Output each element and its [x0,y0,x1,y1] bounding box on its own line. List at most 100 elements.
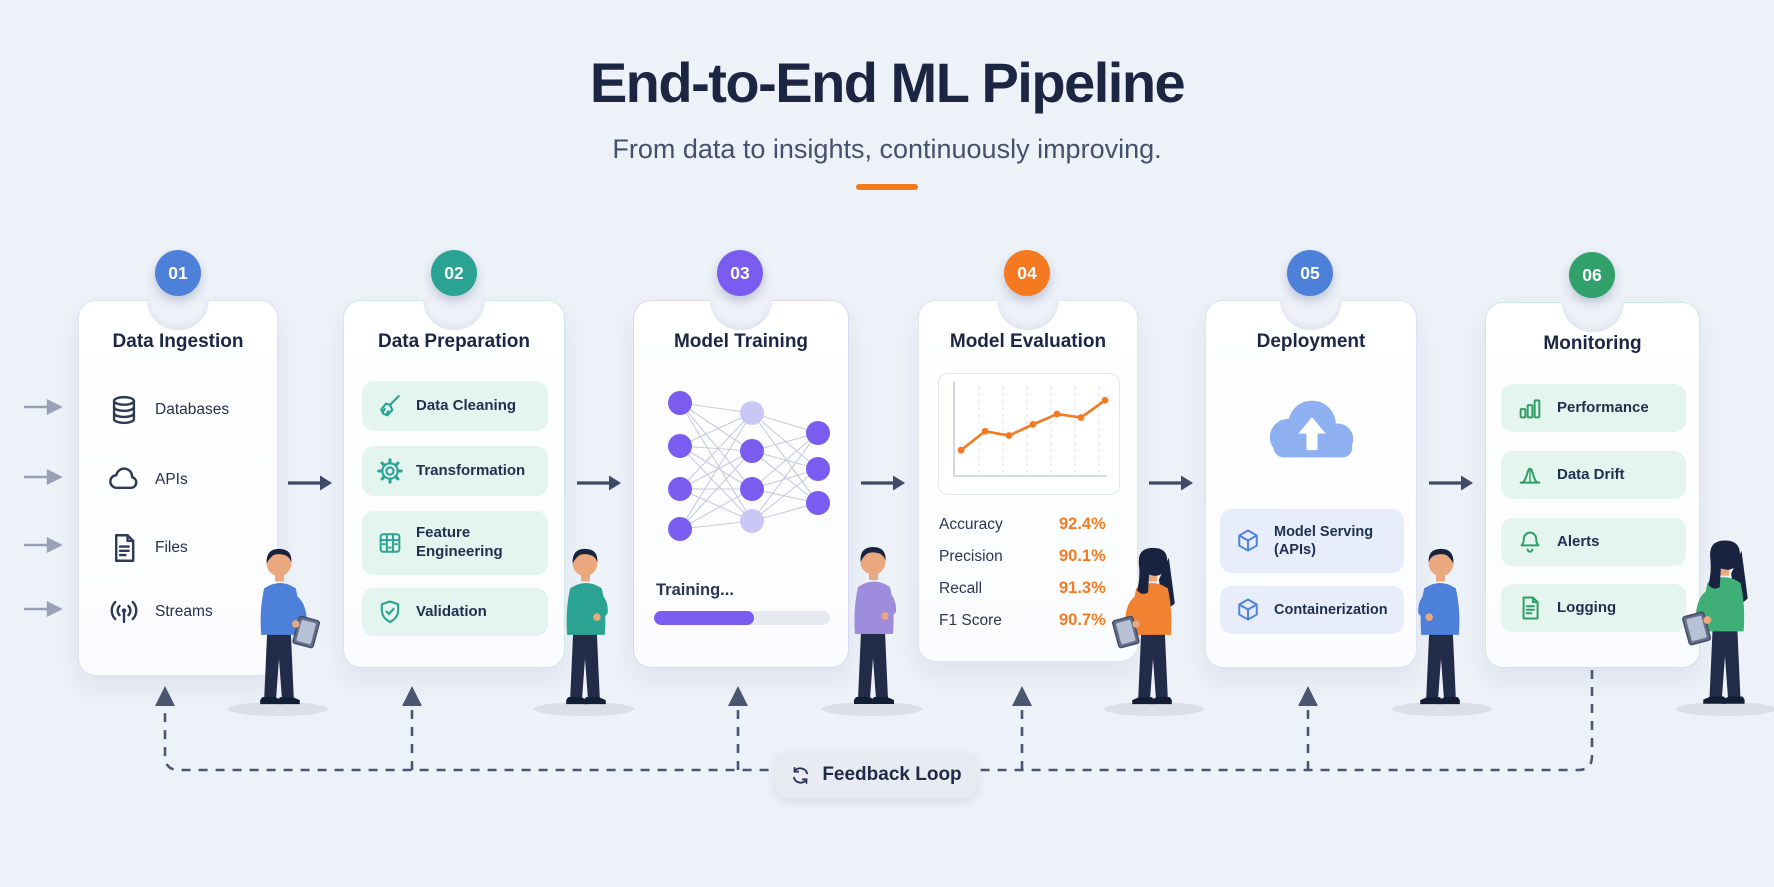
person-shadow [1392,702,1492,716]
badge-notch [1561,302,1624,332]
list-item-apis: APIs [107,461,188,499]
item-label: Databases [155,401,230,418]
stage-card-data-ingestion: Data Ingestion Databases APIs [78,300,278,676]
pill-data-drift: Data Drift [1501,451,1686,499]
list-item-files: Files [107,529,188,567]
flow-arrow-3 [861,475,905,491]
pill-validation: Validation [362,588,548,636]
pill-performance: Performance [1501,384,1686,432]
database-icon [112,395,136,425]
badge-number: 03 [730,262,750,283]
badge-notch [147,300,209,330]
person-shadow [822,702,922,716]
page-subtitle: From data to insights, continuously impr… [612,134,1162,164]
item-label: APIs [155,471,188,488]
log-file-icon [1522,596,1539,620]
stage-card-model-training: Model Training Training... [633,300,849,668]
metric-label: Precision [939,548,1003,565]
person-shadow [1676,702,1774,716]
broom-icon [380,395,400,417]
list-item-streams: Streams [107,593,213,631]
training-progress-fill [654,611,755,625]
cube-icon [1238,529,1258,552]
item-label: Data Cleaning [416,396,517,414]
item-label: Streams [155,603,213,620]
person-shadow [228,702,328,716]
stage-badge-05: 05 [1287,250,1333,296]
stream-icon [110,600,138,624]
bell-icon [1520,531,1540,553]
feedback-loop-label: Feedback Loop [822,764,962,785]
list-item-databases: Databases [107,391,229,429]
flow-arrow-1 [288,475,332,491]
item-label: Containerization [1274,601,1388,618]
badge-number: 01 [168,262,188,283]
pill-logging: Logging [1501,584,1686,632]
gear-icon [377,458,403,484]
metric-f1-score: F1 Score 90.7% [919,609,1139,635]
stage-badge-01: 01 [155,250,201,296]
stage-title: Data Preparation [377,331,531,352]
cloud-icon [109,467,138,489]
metric-label: F1 Score [939,612,1002,629]
stage-card-deployment: Deployment Model Serving (APIs) [1205,300,1417,668]
stage-badge-06: 06 [1569,252,1615,298]
feature-grid-icon [379,533,401,553]
metric-value: 90.7% [1059,611,1106,629]
item-label: Feature Engineering [416,524,503,560]
pill-data-cleaning: Data Cleaning [362,381,548,431]
badge-number: 04 [1017,262,1037,283]
metric-label: Accuracy [939,516,1003,533]
input-arrows [24,399,62,617]
refresh-icon [793,766,809,784]
stage-badge-04: 04 [1004,250,1050,296]
person-analyst-4 [1108,534,1200,712]
badge-number: 02 [444,262,464,283]
training-status-label: Training... [656,581,734,599]
cloud-upload-icon [1269,400,1354,458]
pill-alerts: Alerts [1501,518,1686,566]
pill-containerization: Containerization [1220,586,1404,634]
bell-curve-icon [1519,467,1541,484]
stage-title: Data Ingestion [112,331,244,352]
stage-title: Model Training [673,331,809,352]
stage-card-data-preparation: Data Preparation Data Cleaning [343,300,565,668]
evaluation-chart-box [938,373,1120,495]
person-analyst-3 [826,532,918,712]
flow-arrow-5 [1429,475,1473,491]
item-label: Model Serving (APIs) [1274,523,1374,558]
badge-notch [997,300,1059,330]
metric-precision: Precision 90.1% [919,545,1139,571]
item-label: Logging [1557,598,1617,616]
flow-arrow-2 [577,475,621,491]
person-analyst-1 [232,534,324,712]
item-label: Transformation [416,461,526,479]
training-progress-bar [654,611,830,625]
bar-chart-icon [1519,399,1541,419]
stage-title: Deployment [1256,331,1366,352]
item-label: Validation [416,602,487,620]
person-analyst-2 [538,534,630,712]
cube-icon [1238,598,1258,621]
person-analyst-5 [1396,534,1488,712]
person-shadow [1104,702,1204,716]
pill-feature-engineering: Feature Engineering [362,511,548,575]
badge-notch [423,300,485,330]
flow-arrow-4 [1149,475,1193,491]
metric-accuracy: Accuracy 92.4% [919,513,1139,539]
person-shadow [534,702,634,716]
accent-divider [856,184,918,190]
stage-badge-03: 03 [717,250,763,296]
metric-value: 91.3% [1059,579,1106,597]
stage-card-model-evaluation: Model Evaluation Accuracy 92.4% Precisio… [918,300,1138,662]
badge-notch [710,300,772,330]
metric-recall: Recall 91.3% [919,577,1139,603]
metric-value: 90.1% [1059,547,1106,565]
item-label: Performance [1557,398,1649,416]
metric-label: Recall [939,580,983,597]
pill-transformation: Transformation [362,446,548,496]
item-label: Files [155,539,188,556]
badge-notch [1280,300,1342,330]
badge-number: 05 [1300,262,1320,283]
pill-model-serving: Model Serving (APIs) [1220,509,1404,573]
